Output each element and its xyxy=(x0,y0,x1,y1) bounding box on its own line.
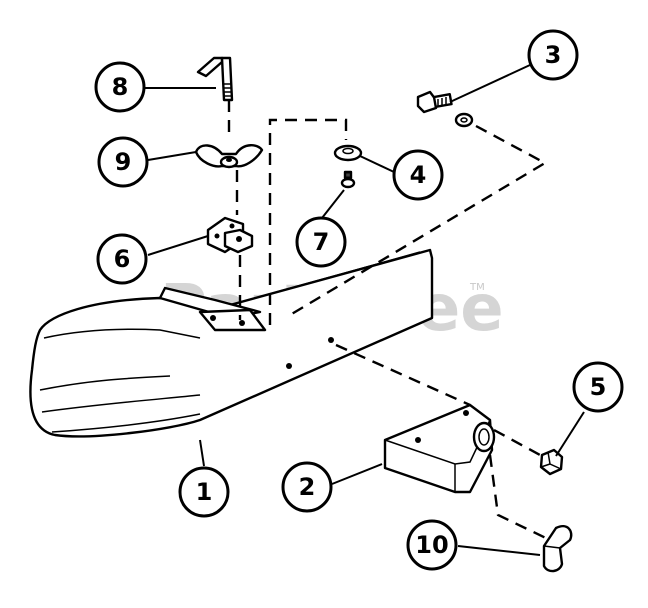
callout-8: 8 xyxy=(94,61,146,113)
watermark-trademark: TM xyxy=(469,282,485,293)
leader-lines xyxy=(144,64,585,556)
callout-1: 1 xyxy=(178,466,230,518)
callout-2: 2 xyxy=(281,461,333,513)
part-screw xyxy=(340,170,356,189)
callout-6: 6 xyxy=(96,233,148,285)
callout-label-8: 8 xyxy=(112,73,129,101)
assembly-lines xyxy=(227,100,551,542)
part-nut xyxy=(539,448,564,476)
callout-label-10: 10 xyxy=(415,531,448,559)
callout-7: 7 xyxy=(295,216,347,268)
callout-9: 9 xyxy=(97,136,149,188)
callout-label-9: 9 xyxy=(115,148,132,176)
callout-10: 10 xyxy=(406,519,458,571)
callout-label-3: 3 xyxy=(545,41,562,69)
part-pin xyxy=(196,56,234,102)
part-wing-nut-bottom xyxy=(542,525,573,573)
part-bolt xyxy=(416,90,453,114)
callout-label-5: 5 xyxy=(590,373,607,401)
callout-4: 4 xyxy=(392,149,444,201)
callout-label-6: 6 xyxy=(114,245,131,273)
part-clamp xyxy=(206,216,254,254)
callout-label-1: 1 xyxy=(196,478,213,506)
callout-5: 5 xyxy=(572,361,624,413)
callout-label-4: 4 xyxy=(410,161,427,189)
part-washer xyxy=(333,112,474,162)
callout-3: 3 xyxy=(527,29,579,81)
part-bumper xyxy=(29,248,434,438)
callout-label-2: 2 xyxy=(299,473,316,501)
part-wing-nut-top xyxy=(194,144,264,169)
part-bracket xyxy=(383,403,496,494)
callout-label-7: 7 xyxy=(313,228,330,256)
